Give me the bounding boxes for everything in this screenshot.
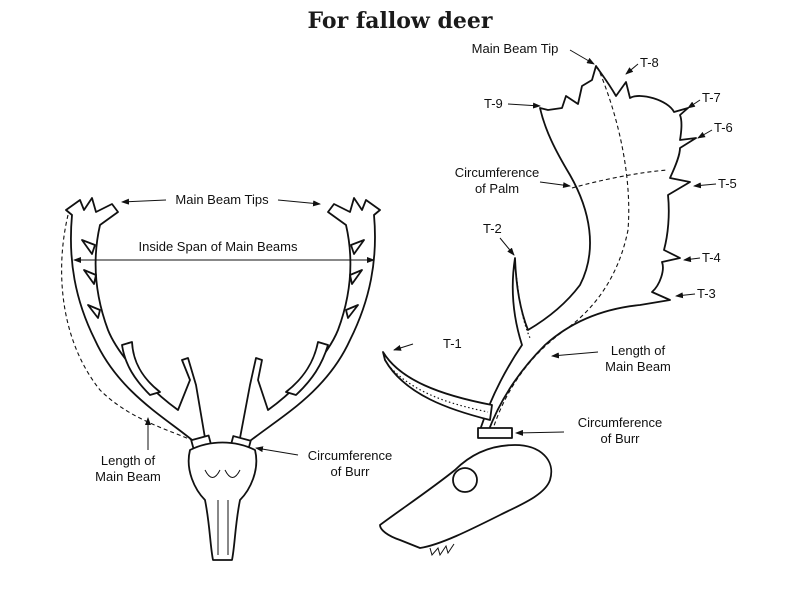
- tine-t9-label: T-9: [484, 96, 503, 111]
- tine-t6-label: T-6: [714, 120, 733, 135]
- main-beam-tips-label: Main Beam Tips: [175, 192, 269, 207]
- t1-measure: [387, 364, 489, 413]
- left-beam-tine: [81, 239, 101, 319]
- skull-detail: [204, 469, 241, 555]
- teeth: [429, 543, 455, 557]
- left-brow-tine: [121, 341, 161, 396]
- side-burr: [477, 427, 513, 439]
- side-burr-label-line1: Circumference: [578, 415, 663, 430]
- palm-label-line1: Circumference: [455, 165, 540, 180]
- left-beam-length-line: [61, 214, 197, 443]
- side-length-label-line1: Length of: [611, 343, 666, 358]
- front-skull: [187, 441, 258, 561]
- eye-socket: [452, 467, 478, 493]
- tine-t7-label: T-7: [702, 90, 721, 105]
- palm-label-line2: of Palm: [475, 181, 519, 196]
- front-length-label-line2: Main Beam: [95, 469, 161, 484]
- front-length-label-line1: Length of: [101, 453, 156, 468]
- tine-t5-label: T-5: [718, 176, 737, 191]
- tine-t8-label: T-8: [640, 55, 659, 70]
- tine-t2-label: T-2: [483, 221, 502, 236]
- side-beam-length-line: [491, 67, 630, 433]
- right-antler: [239, 197, 381, 446]
- right-brow-tine: [285, 341, 329, 396]
- front-burr-label-line1: Circumference: [308, 448, 393, 463]
- front-burr-label-line2: of Burr: [330, 464, 370, 479]
- front-view: Main Beam Tips Inside Span of Main Beams…: [61, 192, 393, 561]
- palm-circumference-line: [571, 169, 669, 189]
- t2-measure: [514, 261, 531, 339]
- tine-t4-label: T-4: [702, 250, 721, 265]
- right-beam-tine: [345, 239, 365, 319]
- side-view: Main Beam Tip T-1 T-2 T-3 T-4 T-5 T-6 T-…: [379, 41, 737, 557]
- inside-span-label: Inside Span of Main Beams: [139, 239, 298, 254]
- side-skull: [379, 444, 553, 549]
- side-burr-label-line2: of Burr: [600, 431, 640, 446]
- tine-t3-label: T-3: [697, 286, 716, 301]
- left-antler: [65, 197, 206, 446]
- diagram-title: For fallow deer: [307, 8, 492, 34]
- brow-tine-t1: [382, 351, 493, 421]
- side-length-label-line2: Main Beam: [605, 359, 671, 374]
- tine-t1-label: T-1: [443, 336, 462, 351]
- side-antler-palm: [479, 65, 697, 433]
- main-beam-tip-label: Main Beam Tip: [472, 41, 559, 56]
